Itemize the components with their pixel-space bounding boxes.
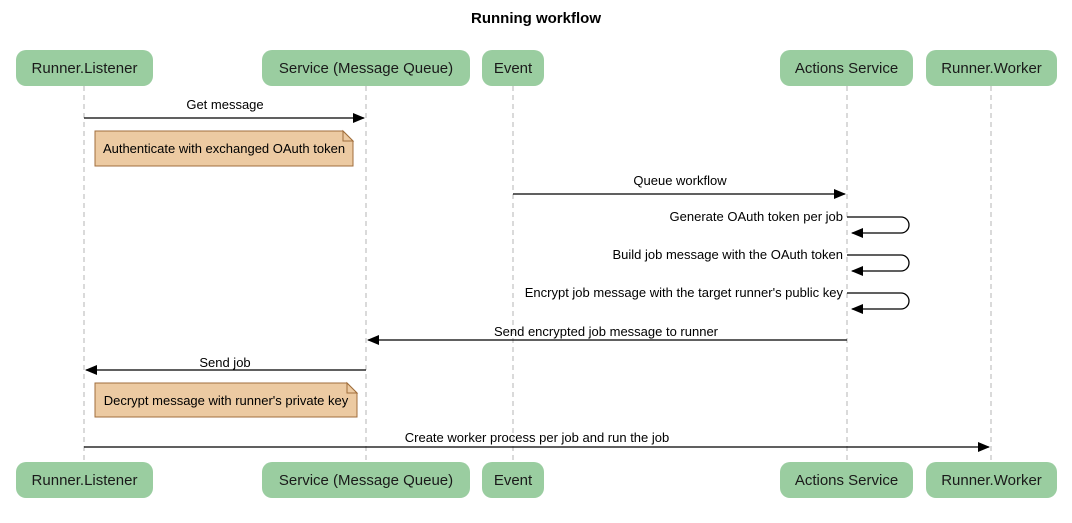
self-loop-build-job-message [847,254,910,276]
message-label-generate-oauth-token: Generate OAuth token per job [669,209,843,224]
participant-bottom-event: Event [482,462,544,498]
participant-bottom-runner-listener: Runner.Listener [16,462,153,498]
message-label-create-worker-process: Create worker process per job and run th… [404,430,670,445]
message-label-send-encrypted-job-message: Send encrypted job message to runner [493,324,719,339]
participant-top-event: Event [482,50,544,86]
self-loop-encrypt-job-message [847,292,910,314]
note-fold-authenticate [342,129,355,142]
participant-top-service-message-queue: Service (Message Queue) [262,50,470,86]
participant-bottom-actions-service: Actions Service [780,462,913,498]
diagram-title: Running workflow [471,10,601,27]
participant-bottom-runner-worker: Runner.Worker [926,462,1057,498]
message-label-build-job-message: Build job message with the OAuth token [612,247,843,262]
message-label-queue-workflow: Queue workflow [633,173,727,188]
message-label-send-job: Send job [199,355,251,370]
participant-top-actions-service: Actions Service [780,50,913,86]
message-label-encrypt-job-message: Encrypt job message with the target runn… [524,285,843,300]
note-shape-authenticate [94,130,354,167]
note-decrypt-private-key: Decrypt message with runner's private ke… [103,392,349,408]
participant-top-runner-listener: Runner.Listener [16,50,153,86]
self-loop-generate-oauth-token [847,216,910,238]
note-authenticate-oauth-token: Authenticate with exchanged OAuth token [102,141,346,156]
note-shape-decrypt [94,382,358,418]
note-fold-decrypt [346,381,359,394]
participant-top-runner-worker: Runner.Worker [926,50,1057,86]
message-label-get-message: Get message [186,97,264,112]
participant-bottom-service-message-queue: Service (Message Queue) [262,462,470,498]
